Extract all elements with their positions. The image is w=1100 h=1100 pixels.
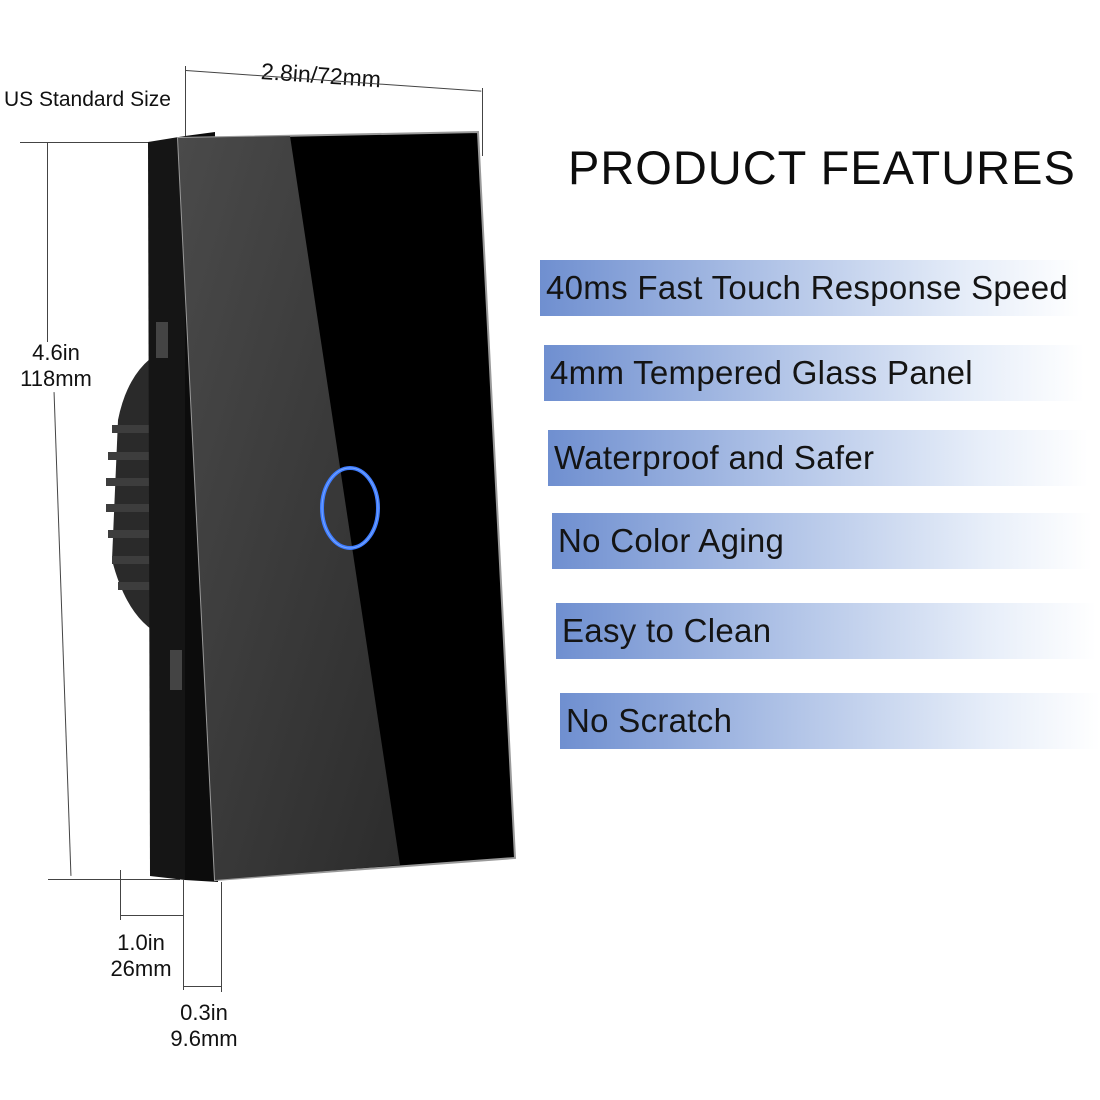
feature-label: No Color Aging xyxy=(558,522,785,559)
height-in: 4.6in xyxy=(32,340,80,365)
feature-label: Easy to Clean xyxy=(562,612,772,649)
depth-dimension-label: 1.0in 26mm xyxy=(96,930,186,982)
depth-in: 1.0in xyxy=(117,930,165,955)
feature-item: Easy to Clean xyxy=(556,603,1096,659)
glass-dimension-label: 0.3in 9.6mm xyxy=(156,1000,252,1052)
width-guide-left xyxy=(185,66,186,136)
feature-label: 40ms Fast Touch Response Speed xyxy=(546,269,1069,306)
depth-arrow-line xyxy=(120,915,183,916)
touch-ring-icon xyxy=(320,466,380,550)
height-dimension-label: 4.6in 118mm xyxy=(0,340,112,392)
feature-label: Waterproof and Safer xyxy=(554,439,875,476)
standard-size-label: US Standard Size xyxy=(4,88,171,111)
height-arrow-line xyxy=(47,142,48,342)
height-guide-bottom xyxy=(48,879,180,880)
glass-in: 0.3in xyxy=(180,1000,228,1025)
feature-item: No Color Aging xyxy=(552,513,1092,569)
height-mm: 118mm xyxy=(20,366,92,391)
feature-label: No Scratch xyxy=(566,702,733,739)
feature-item: Waterproof and Safer xyxy=(548,430,1088,486)
feature-label: 4mm Tempered Glass Panel xyxy=(550,354,973,391)
glass-panel xyxy=(176,130,517,882)
glass-guide-right xyxy=(221,882,222,992)
depth-mm: 26mm xyxy=(110,956,172,981)
glass-mm: 9.6mm xyxy=(170,1026,238,1051)
glass-arrow-line xyxy=(183,986,221,987)
feature-item: 4mm Tempered Glass Panel xyxy=(544,345,1084,401)
width-guide-right xyxy=(482,88,483,156)
features-title: PRODUCT FEATURES xyxy=(568,141,1076,194)
height-guide-top xyxy=(20,142,148,143)
feature-item: 40ms Fast Touch Response Speed xyxy=(540,260,1080,316)
depth-guide-left xyxy=(120,870,121,920)
touch-switch-illustration xyxy=(106,130,517,882)
depth-guide-right xyxy=(183,880,184,990)
feature-item: No Scratch xyxy=(560,693,1100,749)
